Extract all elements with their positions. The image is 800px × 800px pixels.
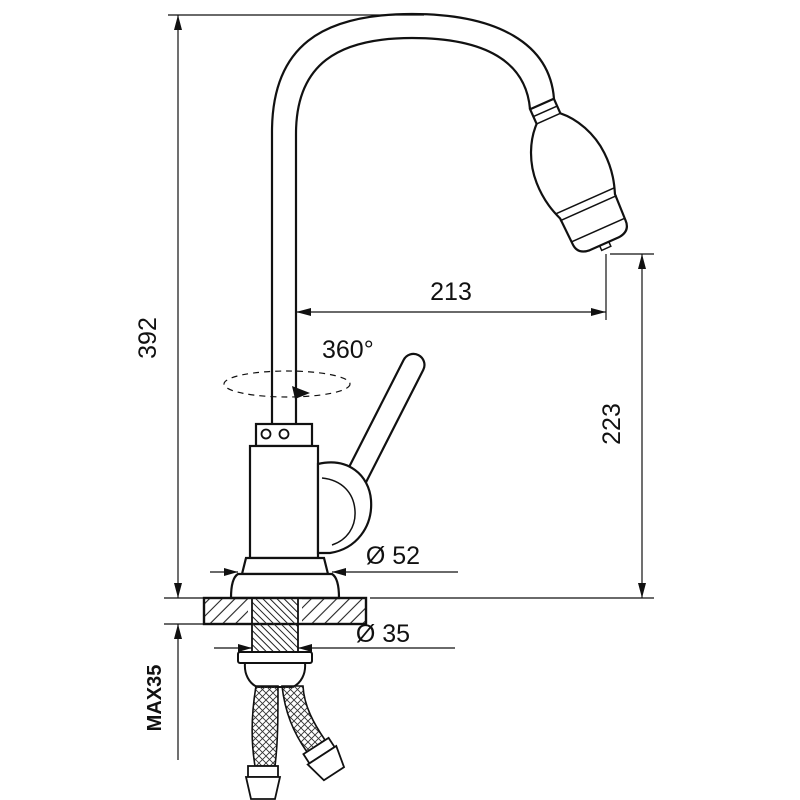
dim-213-label: 213 <box>430 278 472 306</box>
hose-fitting-left-band <box>247 765 279 778</box>
dim-total-height: 392 <box>134 14 424 599</box>
dim-max-thickness: MAX35 <box>144 623 206 760</box>
dim-35-arrow-left <box>238 644 252 652</box>
base-plate-upper <box>240 556 330 576</box>
dim-35-label: Ø 35 <box>356 620 410 648</box>
dim-hole-diameter: Ø 35 <box>214 620 455 652</box>
spray-head-collar-line <box>533 105 558 118</box>
dim-52-arrow-right <box>332 568 346 576</box>
spout-outer-curve <box>270 12 556 424</box>
faucet-outline <box>229 12 628 600</box>
dim-392-arrow-top <box>174 15 182 30</box>
supply-hose-right <box>281 685 327 754</box>
dim-base-diameter: Ø 52 <box>210 542 458 576</box>
hose-fitting-right-nut <box>306 744 346 782</box>
mounting-section <box>202 596 368 800</box>
hose-fitting-left-nut <box>244 776 282 800</box>
spray-head-ring-line-1 <box>555 187 615 215</box>
dim-max35-label: MAX35 <box>144 665 166 732</box>
threaded-shank <box>251 597 299 653</box>
mounting-nut <box>243 662 307 688</box>
spray-head-ring-line-2 <box>559 194 617 222</box>
washer <box>237 651 313 664</box>
rotation-ellipse <box>223 370 351 398</box>
dim-52-arrow-left <box>224 568 238 576</box>
base-plate-lower <box>229 572 341 600</box>
dim-392-label: 392 <box>134 317 162 359</box>
dim-35-arrow-right <box>298 644 312 652</box>
dim-outlet-height: 223 <box>370 253 654 599</box>
collar-screw-right <box>278 428 290 440</box>
dim-223-arrow-top <box>638 254 646 269</box>
rotation-arrow <box>292 386 310 399</box>
hose-fitting-right <box>302 736 346 782</box>
spray-head-outline <box>528 97 628 253</box>
spray-head <box>528 97 628 253</box>
handle-joint-inner-line <box>321 477 356 546</box>
dim-52-label: Ø 52 <box>366 542 420 570</box>
dim-223-arrow-bottom <box>638 583 646 598</box>
dim-spout-reach: 213 <box>296 254 607 320</box>
rotation-indicator: 360° <box>223 336 374 399</box>
handle-joint <box>316 461 373 555</box>
dim-213-arrow-right <box>591 308 606 316</box>
handle-lever-outline <box>338 352 426 497</box>
rotation-label: 360° <box>322 336 374 364</box>
supply-hose-left <box>251 685 279 767</box>
dim-223-label: 223 <box>598 403 626 445</box>
collar-screw-left <box>260 428 272 440</box>
spray-head-neck-line <box>536 112 561 125</box>
hose-fitting-left <box>244 765 282 800</box>
dim-213-arrow-left <box>296 308 311 316</box>
dimensions: 392 213 223 360° <box>134 14 654 760</box>
spray-head-face-line <box>571 217 625 243</box>
faucet-body <box>248 444 320 560</box>
spray-head-nozzle-tip <box>598 241 612 252</box>
spout-inner-curve <box>294 36 532 424</box>
dim-max35-arrow-up <box>174 624 182 639</box>
dim-392-arrow-bottom <box>174 583 182 598</box>
